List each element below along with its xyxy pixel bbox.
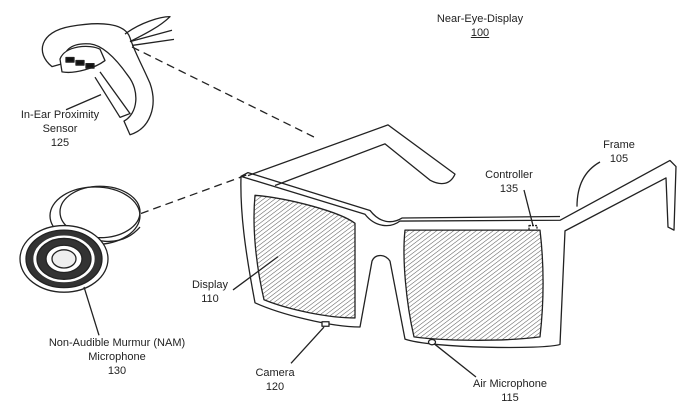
nam-ref: 130: [107, 365, 127, 377]
air-microphone-mark: [429, 340, 436, 345]
frame-label: Frame 105: [603, 138, 635, 166]
title-label: Near-Eye-Display 100: [437, 12, 523, 40]
glasses-drawing: [241, 125, 676, 348]
sensor-ref: 125: [50, 137, 70, 149]
nam-line1: Non-Audible Murmur (NAM): [48, 337, 186, 349]
display-name: Display: [191, 279, 229, 291]
sensor-line1: In-Ear Proximity: [20, 109, 100, 121]
camera-mark: [322, 322, 329, 327]
frame-name: Frame: [603, 139, 635, 151]
camera-name: Camera: [255, 367, 295, 379]
display-ref: 110: [201, 293, 219, 305]
nam-microphone-label: Non-Audible Murmur (NAM) Microphone 130: [49, 336, 185, 378]
title-name: Near-Eye-Display: [436, 13, 524, 25]
dashed-line-sensor: [132, 47, 317, 139]
title-ref: 100: [470, 27, 490, 39]
air-microphone-label: Air Microphone 115: [473, 377, 547, 405]
camera-label: Camera 120: [255, 366, 294, 394]
dashed-line-nam: [141, 175, 247, 214]
controller-label: Controller 135: [485, 168, 533, 196]
camera-ref: 120: [265, 381, 285, 393]
sensor-line2: Sensor: [42, 123, 78, 135]
in-ear-sensor-label: In-Ear Proximity Sensor 125: [21, 108, 99, 150]
air-mic-name: Air Microphone: [473, 378, 547, 390]
nam-line2: Microphone: [88, 351, 146, 363]
display-label: Display 110: [192, 278, 228, 306]
controller-name: Controller: [485, 169, 533, 181]
frame-ref: 105: [609, 153, 629, 165]
air-mic-ref: 115: [501, 392, 519, 404]
nam-microphone-drawing: [20, 186, 140, 292]
controller-ref: 135: [499, 183, 519, 195]
in-ear-sensor-drawing: [42, 17, 174, 135]
